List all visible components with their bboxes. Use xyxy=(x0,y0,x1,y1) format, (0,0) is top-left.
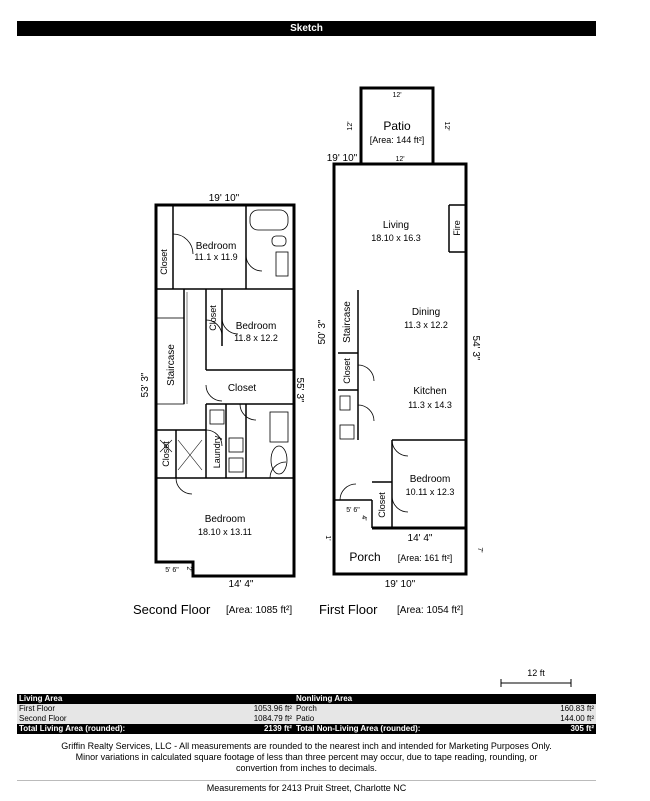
area-table-header: Living Area Nonliving Area xyxy=(17,694,596,704)
sf-bedroom1-size: 11.1 x 11.9 xyxy=(194,252,237,262)
sf-dim-right: 55' 3" xyxy=(294,378,305,403)
row-left-label: First Floor xyxy=(17,704,218,714)
ff-dim-porch-left: 1' xyxy=(324,535,331,540)
sf-bedroom2-size: 11.8 x 12.2 xyxy=(234,333,278,343)
scale-line xyxy=(500,679,572,687)
disclaimer-line-3: convertion from inches to decimals. xyxy=(235,763,378,773)
scale-label: 12 ft xyxy=(527,668,545,678)
sf-bedroom2-name: Bedroom xyxy=(236,321,277,332)
sf-closet4-label: Closet xyxy=(161,441,171,467)
ff-closet1-label: Closet xyxy=(342,358,352,384)
ff-dim-right: 54' 3" xyxy=(470,336,481,361)
patio-dim-top: 12' xyxy=(392,92,401,99)
sf-staircase-label: Staircase xyxy=(166,344,177,386)
area-table-totals: Total Living Area (rounded): 2139 ft² To… xyxy=(17,724,596,734)
ff-dim-bottom: 19' 10" xyxy=(385,579,416,590)
ff-porch-name: Porch xyxy=(349,550,380,564)
ff-porch-area: [Area: 161 ft²] xyxy=(398,553,453,563)
table-row: First Floor 1053.96 ft² Porch 160.83 ft² xyxy=(17,704,596,714)
patio-name: Patio xyxy=(383,119,411,133)
ff-bedroom-name: Bedroom xyxy=(410,474,451,485)
sf-closet1-label: Closet xyxy=(159,249,169,275)
ff-staircase-label: Staircase xyxy=(342,301,353,343)
ff-dim-notch-v: 4' xyxy=(360,515,367,520)
footer-address: Measurements for 2413 Pruit Street, Char… xyxy=(17,780,596,793)
sf-bedroom3-size: 18.10 x 13.11 xyxy=(198,527,252,537)
row-right-value: 144.00 ft² xyxy=(527,714,596,724)
row-right-value: 160.83 ft² xyxy=(527,704,596,714)
table-row: Second Floor 1084.79 ft² Patio 144.00 ft… xyxy=(17,714,596,724)
total-nonliving-label: Total Non-Living Area (rounded): xyxy=(293,724,528,734)
scale-bar: 12 ft xyxy=(500,668,572,688)
sf-dim-left: 53' 3" xyxy=(140,372,151,397)
patio-dim-bottom: 12' xyxy=(395,156,404,163)
ff-dim-left: 50' 3" xyxy=(317,319,328,344)
sf-dim-top: 19' 10" xyxy=(209,193,240,204)
ff-bedroom-size: 10.11 x 12.3 xyxy=(406,487,455,497)
disclaimer: Griffin Realty Services, LLC - All measu… xyxy=(17,741,596,774)
row-right-label: Patio xyxy=(293,714,528,724)
nonliving-area-header: Nonliving Area xyxy=(293,694,596,704)
sf-bedroom3-name: Bedroom xyxy=(205,514,246,525)
ff-kitchen-name: Kitchen xyxy=(413,386,446,397)
ff-dining-size: 11.3 x 12.2 xyxy=(404,320,448,330)
ff-dim-notch-h: 5' 6" xyxy=(346,507,360,514)
ff-living-size: 18.10 x 16.3 xyxy=(371,233,421,243)
sf-dim-notch-h: 5' 6" xyxy=(165,567,179,574)
first-floor-plan xyxy=(332,86,468,576)
sf-dim-notch-v: 2' xyxy=(185,566,192,571)
sketch-header: Sketch xyxy=(17,21,596,36)
area-table: Living Area Nonliving Area First Floor 1… xyxy=(17,694,596,734)
total-nonliving-value: 305 ft² xyxy=(527,724,596,734)
sf-closet3-label: Closet xyxy=(228,383,257,394)
ff-dim-porch-right: 7' xyxy=(476,547,483,552)
ff-closet2-label: Closet xyxy=(377,492,387,518)
patio-dim-right: 12' xyxy=(443,121,450,130)
sf-laundry-label: Laundry xyxy=(212,435,222,468)
row-right-label: Porch xyxy=(293,704,528,714)
disclaimer-line-1: Griffin Realty Services, LLC - All measu… xyxy=(61,741,552,751)
ff-fire-label: Fire xyxy=(452,220,462,236)
first-floor-area: [Area: 1054 ft²] xyxy=(397,605,464,616)
patio-area: [Area: 144 ft²] xyxy=(370,135,425,145)
disclaimer-line-2: Minor variations in calculated square fo… xyxy=(75,752,538,762)
first-floor-caption: First Floor xyxy=(319,602,378,617)
row-left-label: Second Floor xyxy=(17,714,218,724)
sf-bedroom1-name: Bedroom xyxy=(196,241,237,252)
ff-dim-top: 19' 10" xyxy=(327,153,358,164)
second-floor-area: [Area: 1085 ft²] xyxy=(226,605,293,616)
living-area-header: Living Area xyxy=(17,694,294,704)
second-floor-caption: Second Floor xyxy=(133,602,211,617)
row-left-value: 1084.79 ft² xyxy=(217,714,294,724)
ff-dim-porch-top: 14' 4" xyxy=(408,533,433,544)
patio-dim-left: 12' xyxy=(347,121,354,130)
sf-dim-bottom: 14' 4" xyxy=(229,579,254,590)
ff-dining-name: Dining xyxy=(412,307,440,318)
total-living-value: 2139 ft² xyxy=(217,724,294,734)
ff-kitchen-size: 11.3 x 14.3 xyxy=(408,400,452,410)
total-living-label: Total Living Area (rounded): xyxy=(17,724,218,734)
ff-living-name: Living xyxy=(383,220,409,231)
sf-closet2-label: Closet xyxy=(208,305,218,331)
second-floor-plan xyxy=(154,203,296,578)
row-left-value: 1053.96 ft² xyxy=(217,704,294,714)
